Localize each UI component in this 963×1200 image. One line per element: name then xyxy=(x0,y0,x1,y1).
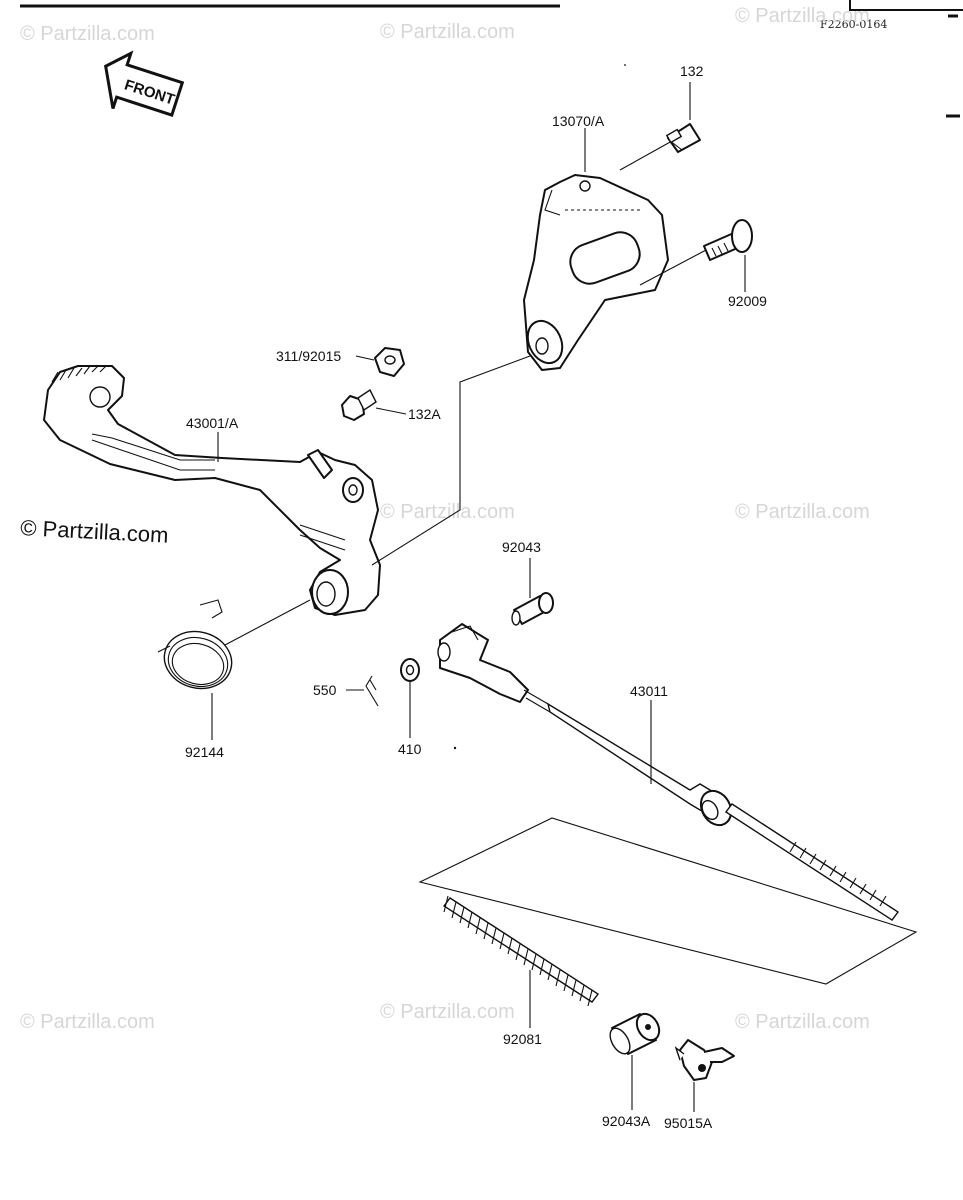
watermark: © Partzilla.com xyxy=(20,23,155,45)
watermark-dark: © Partzilla.com xyxy=(20,515,169,548)
label-132a: 132A xyxy=(408,406,441,422)
label-410: 410 xyxy=(398,741,422,757)
brake-rod-43011-icon xyxy=(437,623,900,921)
label-43001a: 43001/A xyxy=(186,415,239,431)
exploded-box-outline xyxy=(418,817,918,985)
label-92009: 92009 xyxy=(728,293,767,309)
leader-132a xyxy=(375,407,407,415)
assembly-centerline xyxy=(371,355,531,566)
watermark: © Partzilla.com xyxy=(735,5,870,27)
scan-dot xyxy=(453,746,457,750)
washer-410-icon xyxy=(400,658,420,682)
leader-311-92015 xyxy=(355,355,375,361)
watermark: © Partzilla.com xyxy=(20,1011,155,1033)
label-92144: 92144 xyxy=(185,744,224,760)
label-92043: 92043 xyxy=(502,539,541,555)
watermark: © Partzilla.com xyxy=(380,21,515,43)
label-311-92015: 311/92015 xyxy=(276,348,341,364)
watermark: © Partzilla.com xyxy=(380,1001,515,1023)
scan-dot xyxy=(624,64,626,66)
bolt-132a-icon xyxy=(341,388,377,421)
reference-code: F2260-0164 xyxy=(820,18,887,31)
label-43011: 43011 xyxy=(630,683,668,699)
label-92081: 92081 xyxy=(503,1031,542,1047)
corner-frame xyxy=(849,0,963,11)
spring-92081-icon xyxy=(442,895,600,1007)
spring-centerline xyxy=(224,599,311,646)
spring-92144-icon xyxy=(157,599,233,690)
pin-92043-icon xyxy=(511,592,554,626)
label-95015a: 95015A xyxy=(664,1115,713,1131)
nut-311-92015-icon xyxy=(374,347,405,377)
label-550: 550 xyxy=(313,682,337,698)
cotter-pin-550-icon xyxy=(365,675,379,707)
bolt-132-icon xyxy=(619,123,701,171)
wing-nut-95015a-icon xyxy=(674,1039,735,1081)
watermark: © Partzilla.com xyxy=(380,501,515,523)
watermark: © Partzilla.com xyxy=(735,501,870,523)
bracket-13070a-icon xyxy=(523,174,669,371)
label-13070a: 13070/A xyxy=(552,113,605,129)
front-arrow-icon: FRONT xyxy=(104,50,185,117)
brake-pedal-43001a-icon xyxy=(43,365,381,616)
label-132: 132 xyxy=(680,63,704,79)
label-92043a: 92043A xyxy=(602,1113,651,1129)
pin-92043a-icon xyxy=(609,1012,661,1055)
watermark: © Partzilla.com xyxy=(735,1011,870,1033)
bolt-92009-icon xyxy=(639,219,753,286)
